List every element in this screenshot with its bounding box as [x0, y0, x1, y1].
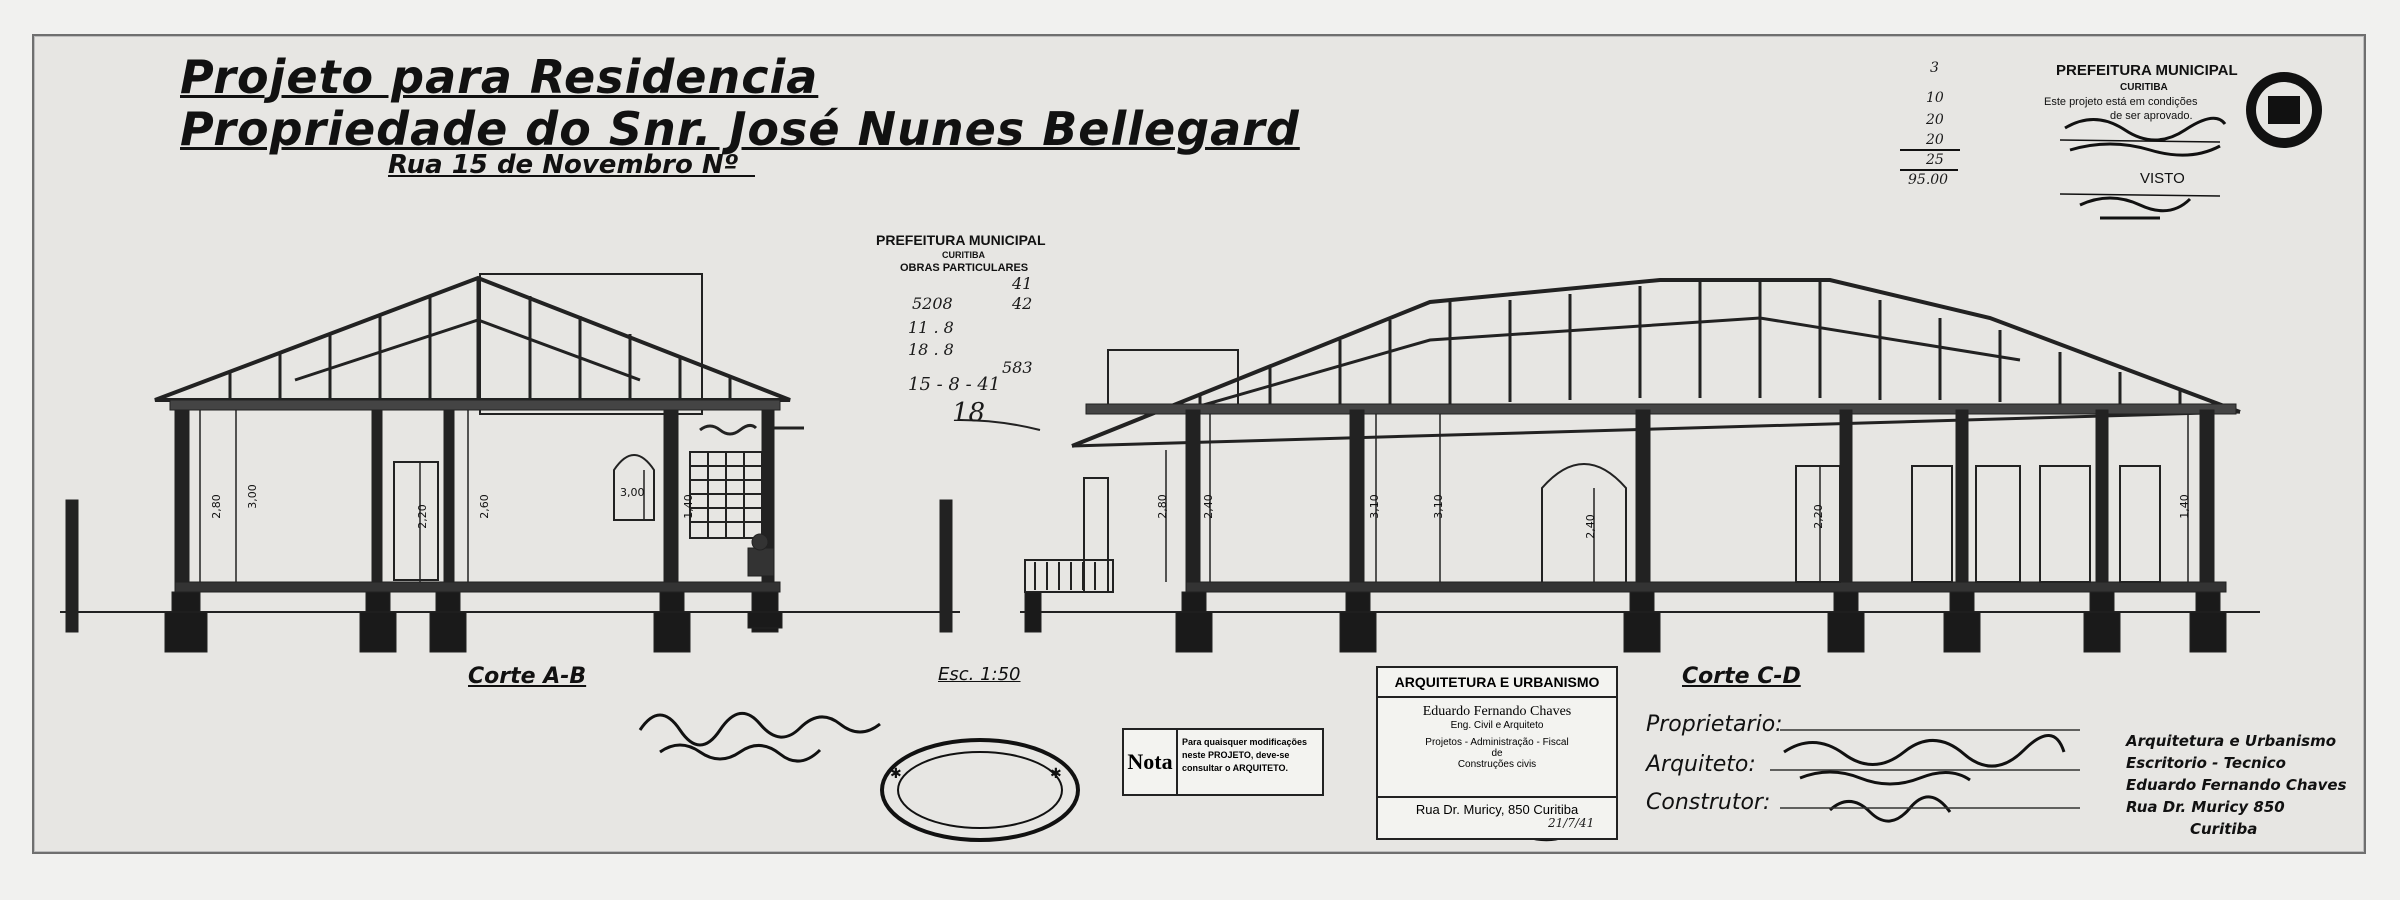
- nota-text: Para quaisquer modificações neste PROJET…: [1182, 737, 1308, 773]
- dim-right-2: 2,40: [1201, 494, 1215, 519]
- dim-right-1: 2,80: [1155, 494, 1169, 519]
- margin-number-4: 20: [1926, 132, 1944, 148]
- dim-right-4: 3,10: [1431, 494, 1445, 519]
- office-stamp: Arquitetura e Urbanismo Escritorio - Tec…: [2126, 732, 2347, 842]
- reg-number-3: 42: [1012, 294, 1033, 313]
- margin-number-3: 20: [1926, 112, 1944, 128]
- margin-calc-lines: [1900, 149, 1960, 171]
- round-seal-icon: [2246, 72, 2322, 148]
- reg-stamp-title: PREFEITURA MUNICIPAL: [876, 232, 1046, 248]
- section-label-a-b: Corte A-B: [468, 664, 587, 689]
- dim-left-3: 2,20: [415, 504, 429, 529]
- margin-calculation: 3 10 20 20 25 95.00: [1896, 60, 1976, 190]
- approval-signatures: [2059, 116, 2227, 220]
- section-label-c-d: Corte C-D: [1682, 664, 1801, 689]
- architect-services-2: de: [1491, 748, 1503, 759]
- office-line-5: Curitiba: [2190, 820, 2258, 838]
- dim-right-5: 2,40: [1583, 514, 1597, 539]
- margin-number-5: 25: [1926, 152, 1944, 168]
- prefeitura-registration-stamp: PREFEITURA MUNICIPAL CURITIBA OBRAS PART…: [852, 228, 1072, 428]
- dim-left-6: 1,40: [681, 494, 695, 519]
- prefeitura-approval-stamp: PREFEITURA MUNICIPAL CURITIBA Este proje…: [2040, 58, 2260, 218]
- reg-number-2: 5208: [912, 294, 953, 313]
- reg-stamp-city: CURITIBA: [942, 250, 985, 260]
- title-line-2: Propriedade do Snr. José Nunes Bellegard: [180, 102, 1300, 156]
- title-line-1: Projeto para Residencia: [180, 50, 819, 104]
- stamp-text-1: Este projeto está em condições: [2044, 96, 2198, 108]
- stamp-visto: VISTO: [2140, 170, 2185, 187]
- reg-number-6: 583: [1002, 358, 1033, 377]
- dim-right-3: 3,10: [1367, 494, 1381, 519]
- architect-role: Eng. Civil e Arquiteto: [1450, 720, 1544, 731]
- section-c-d-drawing: [1020, 278, 2260, 653]
- dim-left-1: 2,80: [209, 494, 223, 519]
- margin-number-2: 10: [1926, 90, 1944, 106]
- reg-number-1: 41: [1012, 274, 1033, 293]
- dim-right-7: 1,40: [2177, 494, 2191, 519]
- architect-services-1: Projetos - Administração - Fiscal: [1425, 737, 1569, 748]
- office-line-4: Rua Dr. Muricy 850: [2126, 798, 2285, 816]
- dim-left-4: 2,60: [477, 494, 491, 519]
- reg-number-8: 18: [952, 398, 986, 428]
- office-line-1: Arquitetura e Urbanismo: [2126, 732, 2337, 750]
- nota-title: Nota: [1124, 730, 1178, 794]
- office-line-3: Eduardo Fernando Chaves: [2126, 776, 2347, 794]
- architect-stamp: ARQUITETURA E URBANISMO Eduardo Fernando…: [1376, 666, 1618, 840]
- title-address: Rua 15 de Novembro Nº: [388, 150, 739, 180]
- stamp-city: CURITIBA: [2120, 82, 2168, 93]
- architect-name: Eduardo Fernando Chaves: [1422, 704, 1572, 719]
- stamp-title: PREFEITURA MUNICIPAL: [2056, 62, 2238, 79]
- reg-number-7: 15 - 8 - 41: [908, 374, 1001, 395]
- svg-text:✱: ✱: [890, 766, 902, 782]
- margin-number-1: 3: [1930, 60, 1939, 76]
- oval-seal: ✱ ✱: [880, 738, 1080, 842]
- nota-box: Nota Para quaisquer modificações neste P…: [1122, 728, 1324, 796]
- field-builder: Construtor:: [1646, 790, 1771, 815]
- section-a-b-drawing: [60, 273, 960, 653]
- stamp-text-2: de ser aprovado.: [2110, 110, 2193, 122]
- field-owner: Proprietario:: [1646, 712, 1783, 737]
- reg-number-4: 11 . 8: [908, 318, 954, 337]
- svg-text:✱: ✱: [1050, 766, 1062, 782]
- architect-stamp-title: ARQUITETURA E URBANISMO: [1378, 668, 1616, 698]
- reg-stamp-dept: OBRAS PARTICULARES: [900, 262, 1029, 274]
- margin-number-6: 95.00: [1908, 172, 1949, 188]
- office-line-2: Escritorio - Tecnico: [2126, 754, 2286, 772]
- architect-services-3: Construções civis: [1457, 759, 1537, 770]
- bottom-signatures: [638, 712, 2066, 842]
- dim-left-5: 3,00: [620, 486, 645, 499]
- dim-left-2: 3,00: [245, 484, 259, 509]
- architect-date: 21/7/41: [1548, 816, 1595, 830]
- scale-label: Esc. 1:50: [938, 664, 1021, 685]
- field-architect: Arquiteto:: [1646, 752, 1756, 777]
- architect-city: Curitiba: [1533, 802, 1579, 817]
- reg-number-5: 18 . 8: [908, 340, 954, 359]
- architect-street: Rua Dr. Muricy, 850: [1415, 802, 1530, 817]
- dim-right-6: 2,20: [1811, 504, 1825, 529]
